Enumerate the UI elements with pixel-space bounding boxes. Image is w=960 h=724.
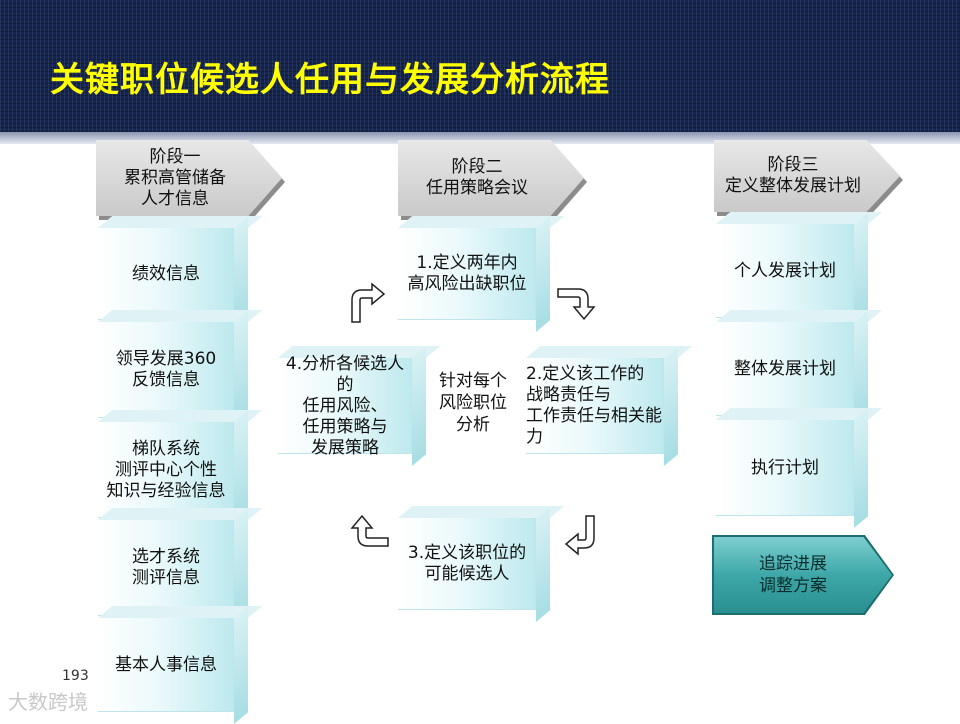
stage3-item-label: 执行计划 [751, 457, 819, 478]
stage3-item-overall-plan: 整体发展计划 [716, 310, 883, 428]
stage1-item-label: 梯队系统 测评中心个性 知识与经验信息 [106, 438, 226, 501]
stage3-item-label: 整体发展计划 [734, 358, 836, 379]
stage-1-label: 阶段一 累积高管储备 人才信息 [124, 146, 226, 209]
stage-3-header: 阶段三 定义整体发展计划 [714, 140, 900, 212]
header-banner [0, 0, 960, 132]
track-arrow: 追踪进展 调整方案 [714, 537, 892, 613]
stage-3-label: 阶段三 定义整体发展计划 [725, 155, 861, 196]
track-label: 追踪进展 调整方案 [759, 554, 827, 596]
curved-arrow-down-left-icon [564, 515, 595, 556]
cycle-step-label: 3.定义该职位的 可能候选人 [407, 543, 527, 584]
stage1-item-label: 基本人事信息 [115, 654, 217, 675]
stage3-item-personal-plan: 个人发展计划 [716, 212, 883, 330]
cycle-step-label: 4.分析各候选人的 任用风险、 任用策略与 发展策略 [285, 353, 405, 458]
stage1-item-succession: 梯队系统 测评中心个性 知识与经验信息 [98, 410, 263, 530]
cycle-step-3: 3.定义该职位的 可能候选人 [398, 506, 565, 622]
stage-2-label: 阶段二 任用策略会议 [426, 157, 528, 198]
cycle-step-4: 4.分析各候选人的 任用风险、 任用策略与 发展策略 [278, 346, 441, 466]
stage1-item-basic: 基本人事信息 [98, 606, 263, 724]
stage1-item-label: 选才系统 测评信息 [132, 547, 200, 588]
page-title: 关键职位候选人任用与发展分析流程 [50, 60, 610, 100]
cycle-center-label: 针对每个 风险职位 分析 [439, 371, 507, 435]
curved-arrow-right-down-icon [557, 288, 596, 321]
stage3-item-label: 个人发展计划 [734, 260, 836, 281]
cycle-step-1: 1.定义两年内 高风险出缺职位 [398, 216, 565, 332]
cycle-step-label: 2.定义该工作的 战略责任与 工作责任与相关能力 [526, 364, 662, 447]
watermark: 大数跨境 [8, 690, 88, 714]
stage1-item-label: 绩效信息 [132, 263, 200, 284]
curved-arrow-up-right-icon [351, 282, 386, 323]
stage1-item-360: 领导发展360 反馈信息 [98, 310, 263, 430]
stage1-item-label: 领导发展360 反馈信息 [115, 349, 217, 390]
stage-1-header: 阶段一 累积高管储备 人才信息 [96, 140, 282, 216]
stage3-item-execution: 执行计划 [716, 408, 883, 528]
stage1-item-performance: 绩效信息 [98, 216, 263, 332]
curved-arrow-left-up-icon [350, 514, 389, 547]
stage-2-header: 阶段二 任用策略会议 [398, 140, 584, 216]
cycle-step-2: 2.定义该工作的 战略责任与 工作责任与相关能力 [526, 346, 693, 466]
page-number: 193 [62, 668, 89, 684]
cycle-step-label: 1.定义两年内 高风险出缺职位 [407, 253, 527, 294]
stage1-item-selection: 选才系统 测评信息 [98, 508, 263, 628]
